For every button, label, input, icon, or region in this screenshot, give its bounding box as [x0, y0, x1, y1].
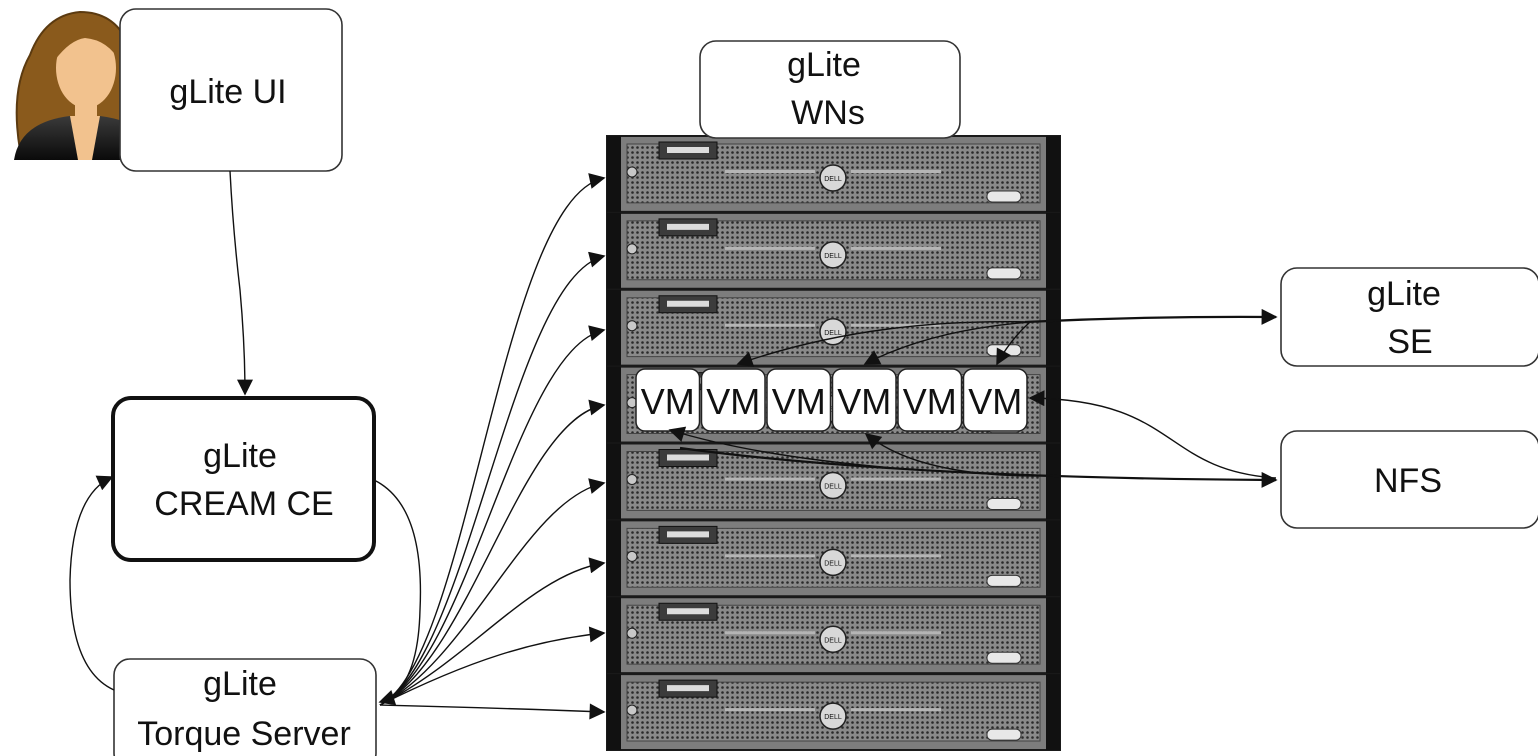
torque-server-label-line1: gLite [203, 665, 277, 703]
server-unit: DELL [606, 596, 1061, 675]
vm-label: VM [641, 381, 695, 422]
edge-torque-to-cream [69, 475, 115, 691]
edge-se-to-vm-1 [736, 321, 1031, 367]
node-se: gLite SE [1280, 267, 1538, 367]
se-label-line2: SE [1387, 323, 1432, 361]
edge-se-to-vm-6 [996, 321, 1031, 366]
node-wns: gLite WNs [699, 40, 961, 139]
edge-torque-to-wn-5 [379, 478, 606, 706]
se-label-line1: gLite [1367, 275, 1441, 313]
vm-label: VM [837, 381, 891, 422]
dell-logo-icon [819, 164, 847, 192]
vm-label: VM [706, 381, 760, 422]
edge-torque-to-wn-8 [379, 703, 606, 720]
wns-label-line2: WNs [791, 94, 865, 132]
vm-label: VM [772, 381, 826, 422]
server-unit: DELL [606, 442, 1061, 521]
wns-label-line1: gLite [787, 46, 861, 84]
dell-logo-icon [819, 548, 847, 577]
edge-ui-to-cream [229, 170, 253, 396]
edge-torque-to-wn-6 [379, 557, 606, 706]
server-brand: DELL [824, 176, 842, 183]
server-unit: DELL [606, 519, 1061, 598]
server-brand: DELL [824, 484, 842, 491]
edge-se-to-vm-4 [863, 321, 1031, 365]
vm-label: VM [968, 381, 1022, 422]
vm-node: VM [700, 368, 766, 432]
server-unit: DELL [606, 135, 1061, 213]
edge-torque-to-wn-3 [379, 325, 606, 706]
server-brand: DELL [824, 637, 842, 644]
server-rack: DELLDELLDELLDELLDELLDELLDELLDELL [606, 135, 1061, 751]
ui-label: gLite UI [169, 73, 286, 111]
vm-node: VM [635, 368, 701, 432]
server-unit: DELL [606, 288, 1061, 367]
edge-torque-to-wn-7 [379, 626, 606, 706]
node-torque-server: gLite Torque Server [113, 658, 377, 756]
nfs-label: NFS [1374, 462, 1442, 500]
node-ui: gLite UI [119, 8, 343, 172]
dell-logo-icon [819, 625, 847, 653]
dell-logo-icon [819, 471, 847, 500]
vm-node: VM [831, 368, 897, 432]
vm-node: VM [962, 368, 1028, 432]
vm-label: VM [903, 381, 957, 422]
vm-node: VM [897, 368, 963, 432]
node-cream-ce: gLite CREAM CE [111, 396, 376, 562]
torque-server-label-line2: Torque Server [137, 715, 351, 753]
edge-to-se [1024, 308, 1278, 325]
edge-nfs-to-vm-4 [864, 432, 1051, 477]
server-unit: DELL [606, 211, 1061, 290]
edge-torque-to-wn-2 [379, 251, 606, 706]
vm-node: VM [766, 368, 832, 432]
server-brand: DELL [824, 253, 842, 260]
cream-ce-label-line1: gLite [203, 437, 277, 475]
dell-logo-icon [819, 241, 847, 269]
server-brand: DELL [824, 330, 842, 337]
edge-torque-to-wn-1 [379, 173, 606, 706]
cream-ce-label-line2: CREAM CE [154, 485, 333, 523]
edge-torque-to-wn-4 [379, 399, 606, 706]
server-brand: DELL [824, 560, 842, 567]
dell-logo-icon [819, 318, 847, 346]
server-brand: DELL [824, 714, 842, 721]
vm-row: VM VM VM VM VM VM [635, 368, 1028, 432]
edge-cream-to-torque [373, 479, 422, 706]
dell-logo-icon [819, 702, 847, 730]
server-unit: DELL [606, 673, 1061, 751]
edges [69, 170, 1278, 720]
edge-nfs-to-vm-6 [1028, 390, 1277, 479]
node-nfs: NFS [1280, 430, 1538, 529]
